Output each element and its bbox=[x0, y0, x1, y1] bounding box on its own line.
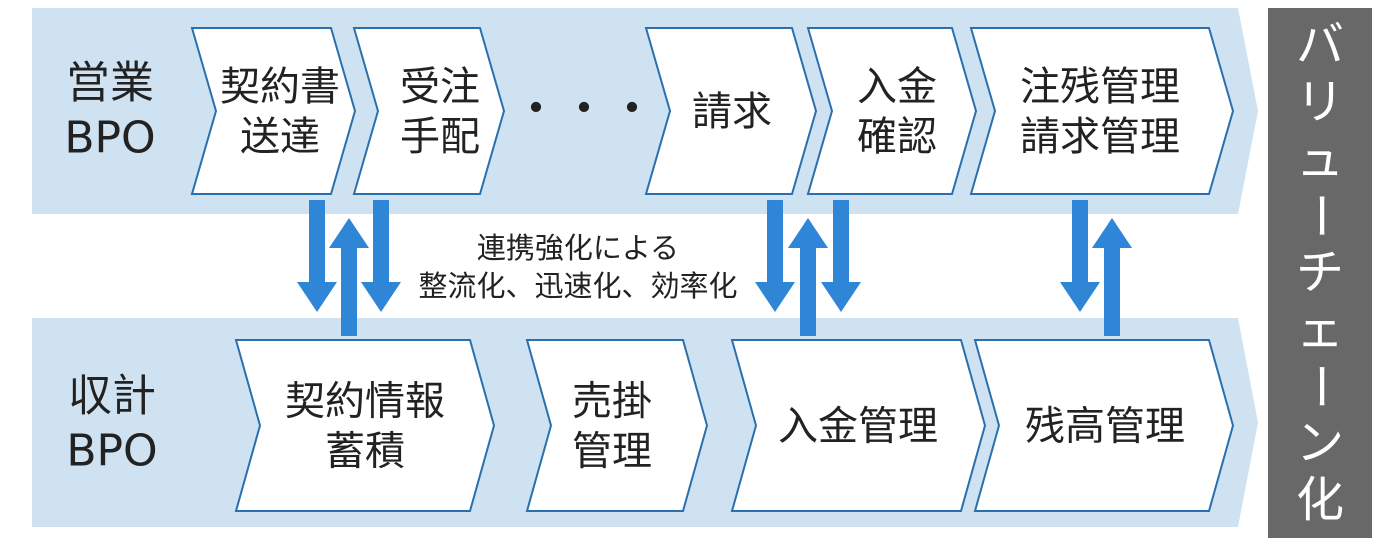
down-arrow-2 bbox=[361, 200, 401, 312]
sales-step-billing-label-line-1: 請求 bbox=[692, 89, 772, 135]
accounting-row-label-line-2: BPO bbox=[66, 426, 157, 477]
up-arrow-2 bbox=[788, 218, 828, 336]
sales-row-label-line-1: 営業 bbox=[66, 58, 154, 109]
accounting-step-payment-management-label-line-1: 入金管理 bbox=[778, 404, 938, 450]
sales-step-order-arrangement-box bbox=[352, 27, 506, 195]
sales-step-order-arrangement-label-line-2: 手配 bbox=[400, 114, 480, 160]
up-arrow-1 bbox=[329, 218, 369, 336]
down-arrow-1 bbox=[297, 200, 337, 312]
down-arrow-4 bbox=[821, 200, 861, 312]
accounting-step-receivables-management-label-line-2: 管理 bbox=[572, 429, 652, 475]
side-label-char-5: チ bbox=[1296, 245, 1344, 301]
accounting-step-contract-info-accumulation-box bbox=[234, 339, 496, 512]
caption-line-1: 連携強化による bbox=[477, 231, 679, 265]
sales-step-order-arrangement-label-line-1: 受注 bbox=[400, 64, 480, 110]
sales-step-contract-delivery-box bbox=[190, 27, 357, 195]
accounting-step-balance-management-box bbox=[973, 339, 1235, 512]
sales-step-billing-box bbox=[644, 27, 818, 195]
accounting-step-receivables-management-label-line-1: 売掛 bbox=[572, 379, 652, 425]
sales-step-payment-confirmation-box bbox=[806, 27, 978, 195]
side-label-char-1: バ bbox=[1296, 17, 1344, 73]
sales-step-payment-confirmation-label-line-1: 入金 bbox=[857, 64, 937, 110]
side-label-char-8: ン bbox=[1296, 415, 1344, 471]
accounting-step-payment-management-box bbox=[730, 339, 987, 512]
down-arrow-5 bbox=[1060, 200, 1100, 312]
down-arrow-3 bbox=[755, 200, 795, 312]
up-arrow-3 bbox=[1092, 218, 1132, 336]
value-chain-side-bar bbox=[1268, 8, 1372, 538]
sales-step-contract-delivery-label-line-1: 契約書 bbox=[220, 64, 340, 110]
sales-step-payment-confirmation-label-line-2: 確認 bbox=[857, 114, 937, 160]
accounting-step-balance-management-label-line-1: 残高管理 bbox=[1025, 404, 1185, 450]
side-label-char-3: ュ bbox=[1296, 131, 1344, 187]
accounting-step-receivables-management-box bbox=[525, 339, 709, 512]
accounting-step-contract-info-accumulation-label-line-2: 蓄積 bbox=[325, 429, 405, 475]
side-label-char-6: ェ bbox=[1296, 301, 1344, 357]
side-label-char-4: ー bbox=[1292, 192, 1348, 240]
sales-row-label-line-2: BPO bbox=[64, 113, 155, 164]
side-label-char-2: リ bbox=[1296, 74, 1344, 130]
sales-step-backlog-billing-management-label-line-2: 請求管理 bbox=[1020, 114, 1180, 160]
sales-step-backlog-billing-management-box bbox=[969, 27, 1235, 195]
side-label-char-7: ー bbox=[1292, 362, 1348, 410]
side-label-char-9: 化 bbox=[1296, 472, 1344, 528]
accounting-step-contract-info-accumulation-label-line-1: 契約情報 bbox=[285, 379, 445, 425]
sales-step-backlog-billing-management-label-line-1: 注残管理 bbox=[1020, 64, 1180, 110]
sales-ellipsis: ・・・ bbox=[512, 81, 656, 137]
caption-line-2: 整流化、迅速化、効率化 bbox=[418, 269, 737, 303]
sales-step-contract-delivery-label-line-2: 送達 bbox=[240, 114, 320, 160]
accounting-row-label-line-1: 収計 bbox=[68, 371, 156, 422]
